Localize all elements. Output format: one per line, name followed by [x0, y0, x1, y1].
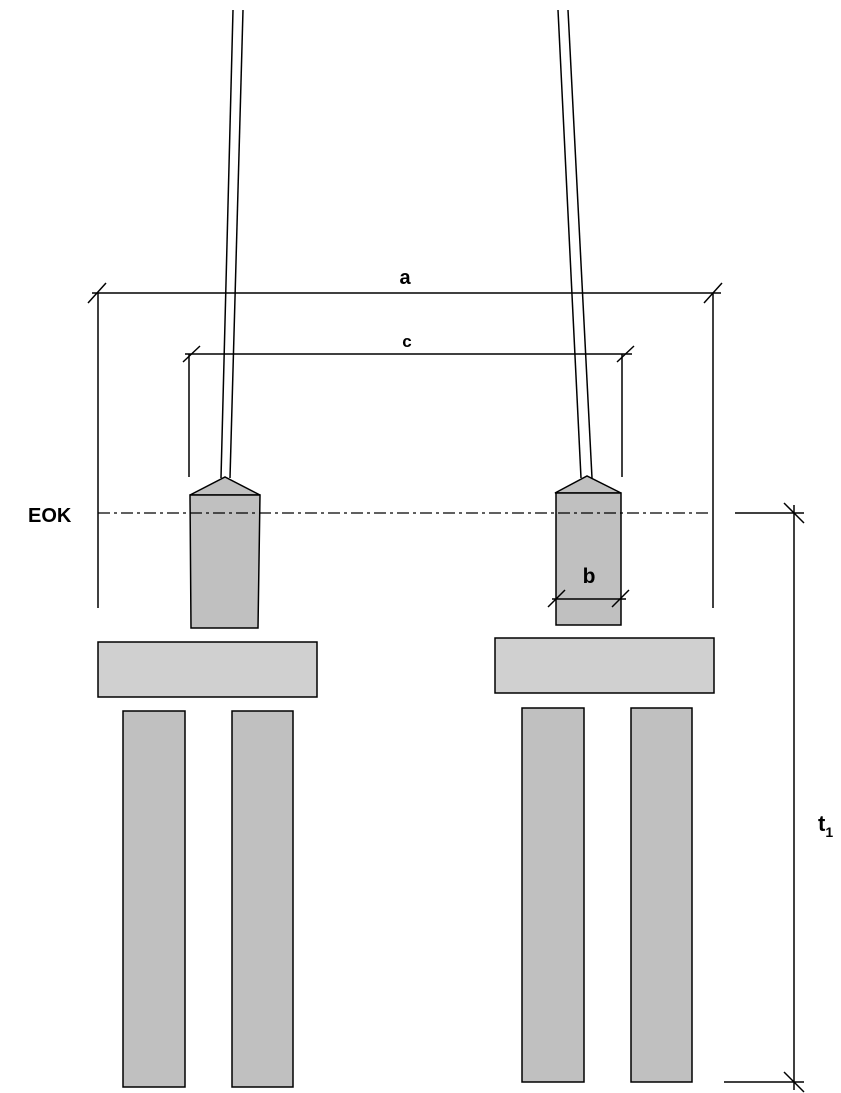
dimension-b-tick-right: [611, 589, 630, 608]
left-pile-cap: [97, 641, 318, 698]
piles: [122, 707, 693, 1088]
right-foot-cap: [554, 475, 622, 494]
right-pile-1: [521, 707, 585, 1083]
dimension-a: [87, 282, 723, 608]
label-c: c: [402, 332, 411, 351]
right-mast-line-outer: [557, 9, 582, 479]
right-pile-2: [630, 707, 693, 1083]
dimension-a-tick-left: [87, 282, 107, 304]
right-pile-cap: [494, 637, 715, 694]
label-t1-main: t: [818, 811, 826, 836]
left-mast-foot: [189, 476, 261, 629]
dimension-t1-tick-bottom: [783, 1071, 805, 1093]
right-mast: [557, 9, 593, 479]
dimension-t1: [724, 502, 805, 1093]
dimension-c: [182, 345, 635, 477]
right-mast-foot: [554, 475, 622, 626]
left-mast-line-inner: [229, 9, 244, 479]
dimension-t1-tick-top: [783, 502, 805, 524]
dimension-b-tick-left: [547, 589, 566, 608]
right-foot-block: [555, 492, 622, 626]
dimension-c-tick-left: [182, 345, 201, 363]
left-foot-block: [189, 494, 261, 629]
dimension-b: [547, 589, 630, 608]
label-t1: t1: [818, 811, 833, 840]
left-foot-cap: [189, 476, 261, 496]
left-pile-1: [122, 710, 186, 1088]
left-mast: [220, 9, 244, 479]
label-eok: EOK: [28, 505, 72, 527]
dimension-c-tick-right: [616, 345, 635, 363]
label-a: a: [399, 267, 411, 289]
label-b: b: [583, 565, 596, 588]
label-t1-sub: 1: [825, 824, 833, 840]
right-mast-line-inner: [567, 9, 593, 479]
left-pile-2: [231, 710, 294, 1088]
left-mast-line-outer: [220, 9, 234, 479]
